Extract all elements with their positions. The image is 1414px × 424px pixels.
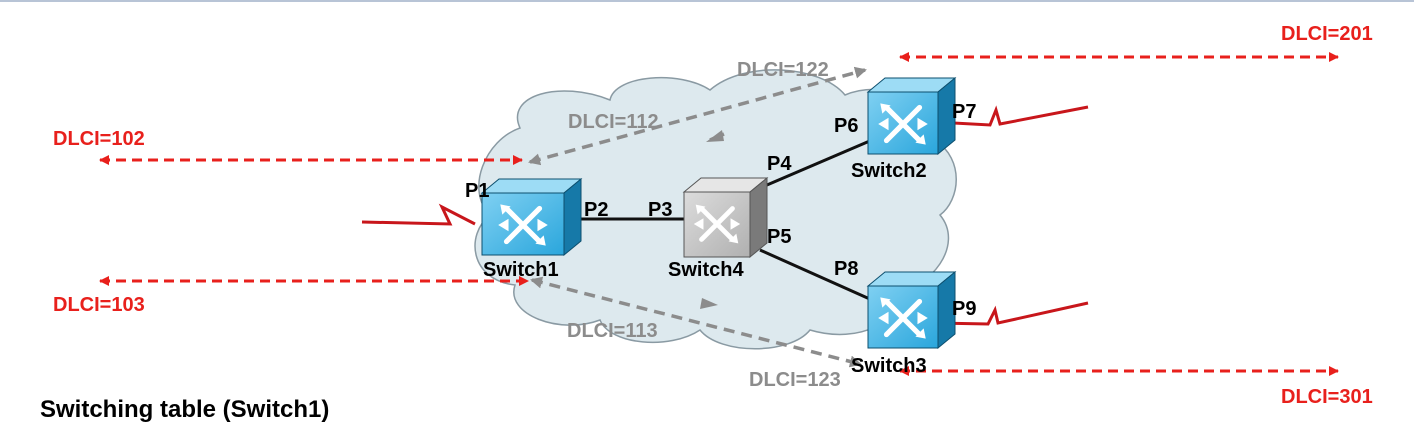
dlci-102-label: DLCI=102: [53, 128, 145, 150]
dlci-112-label: DLCI=112: [568, 111, 659, 133]
port-p2-label: P2: [584, 199, 608, 221]
dlci-113-mid-arrowhead: [700, 298, 718, 309]
serial-link-switch1: [361, 203, 476, 226]
switch4-label: Switch4: [668, 259, 744, 281]
serial-link-switch2: [934, 105, 1089, 127]
switch4-icon: [682, 176, 769, 259]
switch3-icon: [866, 270, 957, 350]
switching-table-title: Switching table (Switch1): [40, 396, 330, 423]
switch1-label: Switch1: [483, 259, 559, 281]
port-p3-label: P3: [648, 199, 672, 221]
frame-relay-diagram: DLCI=102 DLCI=103 DLCI=201 DLCI=301 DLCI…: [53, 23, 1373, 408]
switch3-label: Switch3: [851, 355, 927, 377]
dlci-201-label: DLCI=201: [1281, 23, 1373, 45]
port-p1-label: P1: [465, 180, 489, 202]
dlci-301-label: DLCI=301: [1281, 386, 1373, 408]
dlci-122-label: DLCI=122: [737, 59, 829, 81]
dlci-112-122-arrow: [528, 66, 867, 166]
port-p7-label: P7: [952, 101, 976, 123]
port-p8-label: P8: [834, 258, 858, 280]
switch1-icon: [480, 177, 583, 257]
dlci-112-mid-arrowhead: [706, 130, 724, 142]
top-border: [0, 0, 1414, 2]
port-p4-label: P4: [767, 153, 792, 175]
port-p6-label: P6: [834, 115, 858, 137]
dlci-113-label: DLCI=113: [567, 320, 658, 342]
port-p5-label: P5: [767, 226, 791, 248]
port-p9-label: P9: [952, 298, 976, 320]
dlci-113-123-arrow: [530, 276, 862, 368]
switch2-icon: [866, 76, 957, 156]
serial-link-switch3: [934, 301, 1089, 326]
dlci-123-label: DLCI=123: [749, 369, 841, 391]
switch2-label: Switch2: [851, 160, 927, 182]
dlci-103-label: DLCI=103: [53, 294, 145, 316]
